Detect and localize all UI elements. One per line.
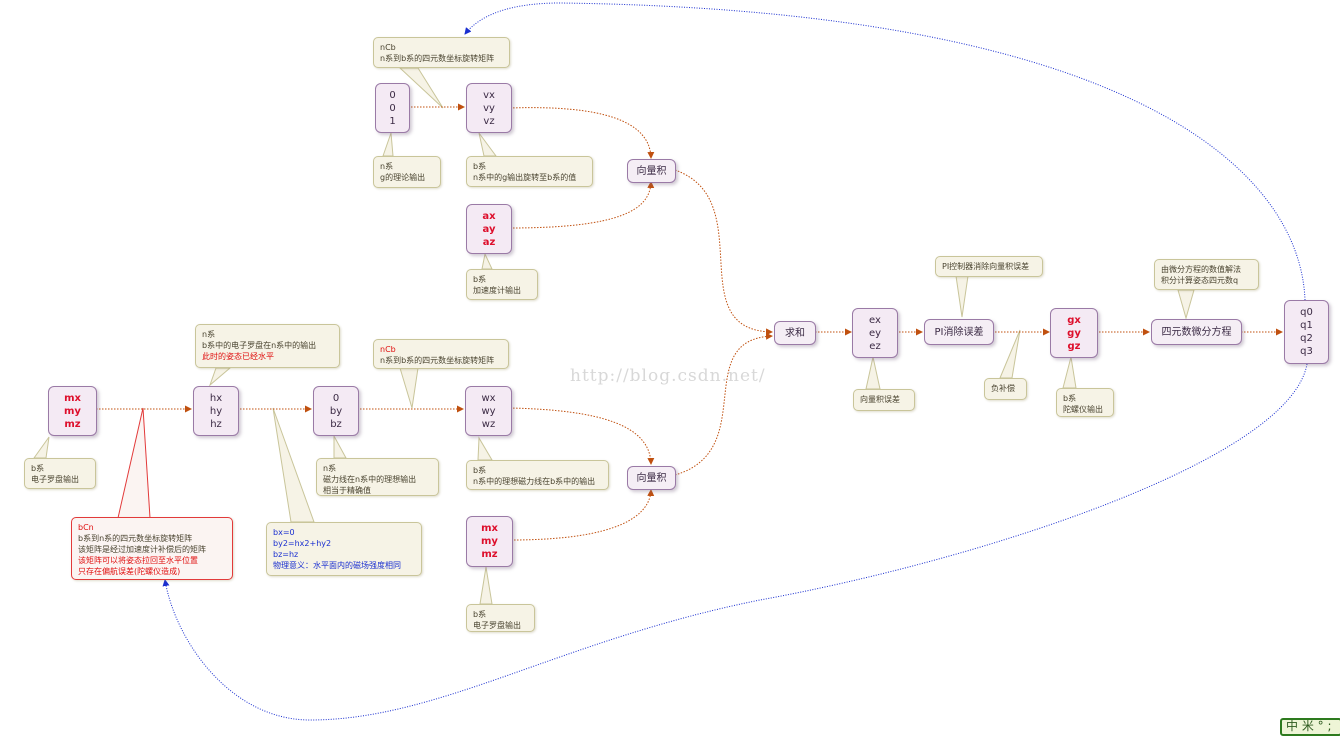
node-quaternion-ode[interactable]: 四元数微分方程: [1151, 319, 1242, 345]
pointer-ncb-top: [398, 67, 444, 109]
edge-v-to-cross1: [509, 107, 655, 159]
pointer-w: [477, 436, 493, 461]
pointer-b: [333, 435, 347, 459]
pointer-ncb-mid: [399, 367, 419, 409]
pointer-bcn: [117, 407, 151, 519]
node-pi-controller[interactable]: PI消除误差: [924, 319, 994, 345]
edge-w-to-cross2: [509, 407, 655, 465]
pointer-n-g: [382, 132, 394, 157]
node-sum[interactable]: 求和: [774, 321, 816, 345]
corner-widget[interactable]: 中 米 ° ;: [1280, 718, 1340, 736]
pointer-m2: [479, 566, 493, 605]
edge-cross2-to-sum: [674, 332, 773, 476]
note-magnetometer-2: b系电子罗盘输出: [466, 604, 535, 632]
pointer-a: [481, 252, 493, 270]
note-gyroscope: b系陀螺仪输出: [1056, 388, 1114, 417]
note-b: n系磁力线在n系中的理想输出相当于精确值: [316, 458, 439, 496]
note-error: 向量积误差: [853, 389, 915, 411]
pointer-bxyz: [272, 407, 315, 523]
node-cross-product-1[interactable]: 向量积: [627, 159, 676, 183]
note-magnetometer-1: b系电子罗盘输出: [24, 458, 96, 489]
note-pi: PI控制器消除向量积误差: [935, 256, 1043, 277]
note-accelerometer: b系加速度计输出: [466, 269, 538, 300]
node-cross-product-2[interactable]: 向量积: [627, 466, 676, 490]
pointer-g: [1062, 356, 1077, 389]
edge-m2-to-cross2: [510, 489, 655, 541]
pointer-pi: [955, 275, 969, 318]
note-negative-compensation: 负补偿: [984, 378, 1027, 400]
pointer-v: [478, 132, 497, 157]
note-quaternion-ode: 由微分方程的数值解法积分计算姿态四元数q: [1154, 259, 1259, 290]
pointer-quat: [1177, 289, 1195, 320]
edge-a-to-cross1: [509, 181, 655, 229]
edge-q-feedback-top: [464, 2, 1306, 301]
pointer-neg: [999, 329, 1021, 379]
pointer-h: [208, 367, 232, 387]
pointer-e: [865, 356, 881, 390]
edge-cross1-to-sum: [674, 169, 773, 336]
pointer-m1: [33, 436, 50, 459]
watermark: http://blog.csdn.net/: [570, 366, 766, 386]
